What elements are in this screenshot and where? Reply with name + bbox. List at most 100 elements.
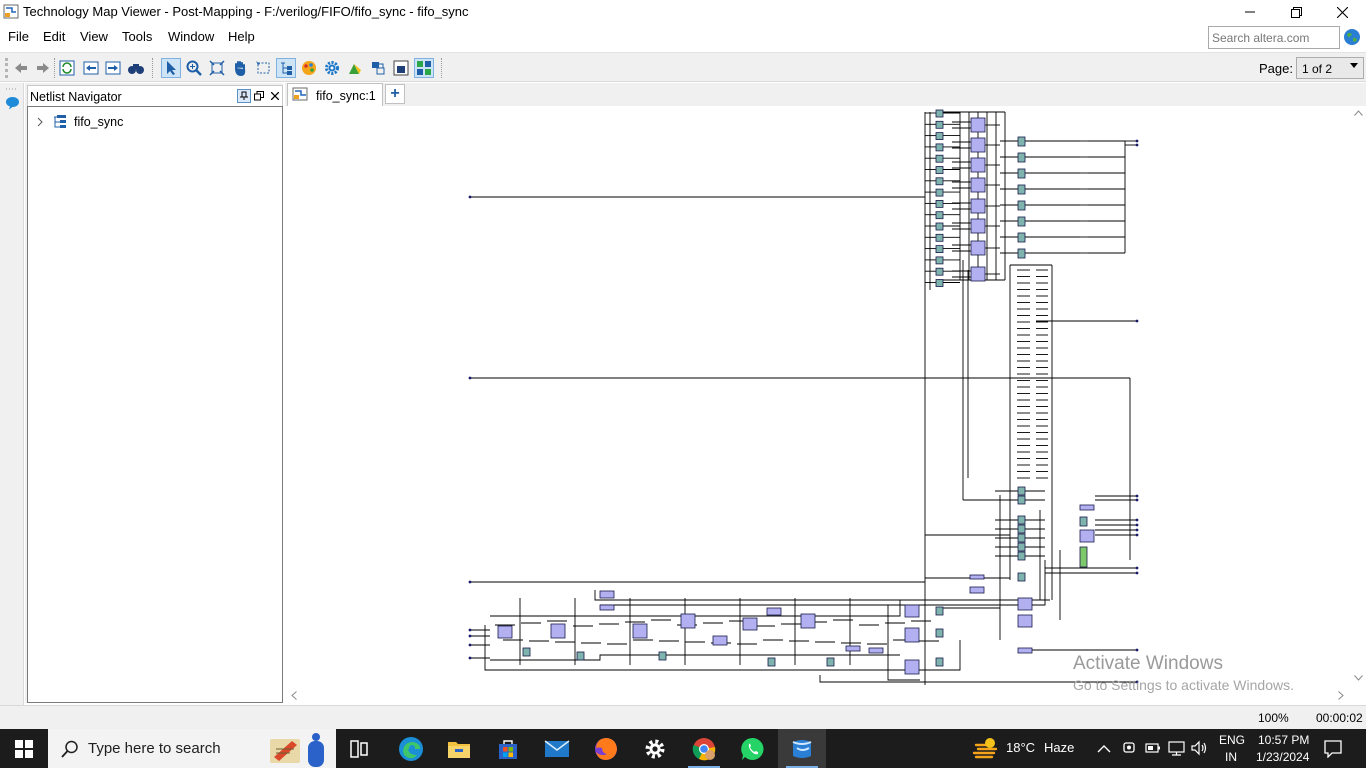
io-pin[interactable] xyxy=(468,643,472,647)
filter-button[interactable] xyxy=(345,58,365,78)
lut-cell[interactable] xyxy=(1017,647,1033,654)
menu-view[interactable]: View xyxy=(80,29,108,44)
lut-cell[interactable] xyxy=(742,617,758,631)
scroll-right-icon[interactable] xyxy=(1338,691,1344,700)
lut-cell[interactable] xyxy=(969,586,985,594)
meet-now-icon[interactable] xyxy=(1122,740,1136,756)
chat-bubble-icon[interactable] xyxy=(5,96,20,110)
lut-cell[interactable] xyxy=(497,625,513,639)
taskbar-quartus[interactable] xyxy=(778,729,826,768)
area-select-button[interactable] xyxy=(253,58,273,78)
io-pin[interactable] xyxy=(468,195,472,199)
io-pin[interactable] xyxy=(1135,648,1139,652)
settings-button[interactable] xyxy=(322,58,342,78)
register-cell[interactable] xyxy=(935,211,944,220)
register-cell[interactable] xyxy=(1017,542,1026,552)
lut-cell[interactable] xyxy=(632,623,648,639)
taskbar-settings[interactable] xyxy=(631,729,679,768)
netlist-schematic[interactable] xyxy=(285,106,1351,688)
taskbar-whatsapp[interactable] xyxy=(729,729,777,768)
pin-button[interactable] xyxy=(237,89,251,103)
register-cell[interactable] xyxy=(935,143,944,152)
menu-edit[interactable]: Edit xyxy=(43,29,66,44)
color-button[interactable] xyxy=(299,58,319,78)
register-cell[interactable] xyxy=(935,222,944,231)
scroll-down-icon[interactable] xyxy=(1354,675,1363,681)
register-cell[interactable] xyxy=(1017,248,1026,259)
lut-cell[interactable] xyxy=(970,117,986,133)
menu-tools[interactable]: Tools xyxy=(122,29,153,44)
carry-cell[interactable] xyxy=(1079,546,1088,568)
register-cell[interactable] xyxy=(935,657,944,667)
net-wire[interactable] xyxy=(594,590,1050,601)
net-wire[interactable] xyxy=(490,654,900,661)
menu-file[interactable]: File xyxy=(8,29,29,44)
fit-window-button[interactable] xyxy=(207,58,227,78)
schematic-canvas[interactable] xyxy=(285,106,1351,688)
forward-button[interactable] xyxy=(33,58,53,78)
register-cell[interactable] xyxy=(1017,152,1026,163)
close-button[interactable] xyxy=(1319,0,1365,24)
lut-cell[interactable] xyxy=(766,607,782,616)
lut-cell[interactable] xyxy=(904,627,920,643)
lut-cell[interactable] xyxy=(970,266,986,282)
language-indicator[interactable]: ENG xyxy=(1219,733,1246,747)
lut-cell[interactable] xyxy=(970,137,986,153)
io-pin[interactable] xyxy=(1135,143,1139,147)
lut-cell[interactable] xyxy=(904,659,920,675)
register-cell[interactable] xyxy=(1017,232,1026,243)
taskbar-firefox[interactable] xyxy=(582,729,630,768)
io-pin[interactable] xyxy=(1135,523,1139,527)
lut-cell[interactable] xyxy=(712,635,728,646)
taskbar-file-explorer[interactable] xyxy=(435,729,483,768)
minimize-button[interactable] xyxy=(1227,0,1273,24)
grid-button[interactable] xyxy=(414,58,434,78)
chevron-up-icon[interactable] xyxy=(1097,744,1111,753)
io-pin[interactable] xyxy=(1135,494,1139,498)
page-select[interactable]: 1 of 2 xyxy=(1296,57,1364,79)
select-tool-button[interactable] xyxy=(161,58,181,78)
lut-cell[interactable] xyxy=(970,157,986,173)
tree-node-root[interactable]: fifo_sync xyxy=(36,113,123,131)
io-pin[interactable] xyxy=(1135,533,1139,537)
register-cell[interactable] xyxy=(1017,551,1026,561)
notification-icon[interactable] xyxy=(1324,740,1342,758)
register-cell[interactable] xyxy=(935,256,944,265)
io-pin[interactable] xyxy=(468,628,472,632)
register-cell[interactable] xyxy=(935,188,944,197)
network-icon[interactable] xyxy=(1168,741,1185,756)
refresh-button[interactable] xyxy=(57,58,77,78)
register-cell[interactable] xyxy=(935,177,944,186)
lut-cell[interactable] xyxy=(845,645,861,652)
register-cell[interactable] xyxy=(935,628,944,638)
register-cell[interactable] xyxy=(935,120,944,129)
register-cell[interactable] xyxy=(1017,184,1026,195)
register-cell[interactable] xyxy=(1017,515,1026,525)
register-cell[interactable] xyxy=(935,245,944,254)
system-clock[interactable]: 10:57 PM xyxy=(1258,733,1310,747)
register-cell[interactable] xyxy=(658,651,667,661)
io-pin[interactable] xyxy=(1135,319,1139,323)
register-cell[interactable] xyxy=(1017,200,1026,211)
net-wire[interactable] xyxy=(600,560,1046,606)
lut-cell[interactable] xyxy=(550,623,566,639)
register-cell[interactable] xyxy=(935,233,944,242)
lut-cell[interactable] xyxy=(904,604,920,618)
taskbar-edge[interactable] xyxy=(387,729,435,768)
io-pin[interactable] xyxy=(1135,566,1139,570)
menu-help[interactable]: Help xyxy=(228,29,255,44)
io-pin[interactable] xyxy=(468,580,472,584)
zoom-tool-button[interactable] xyxy=(184,58,204,78)
lut-cell[interactable] xyxy=(1079,504,1095,511)
menu-window[interactable]: Window xyxy=(168,29,215,44)
taskbar-chrome[interactable] xyxy=(680,729,728,768)
register-cell[interactable] xyxy=(935,267,944,276)
volume-icon[interactable] xyxy=(1191,740,1208,756)
io-pin[interactable] xyxy=(1135,571,1139,575)
net-wire[interactable] xyxy=(490,599,1000,617)
register-cell[interactable] xyxy=(1017,572,1026,582)
register-cell[interactable] xyxy=(1079,516,1088,527)
io-pin[interactable] xyxy=(468,376,472,380)
register-cell[interactable] xyxy=(935,166,944,174)
vertical-scrollbar[interactable] xyxy=(1351,106,1366,688)
